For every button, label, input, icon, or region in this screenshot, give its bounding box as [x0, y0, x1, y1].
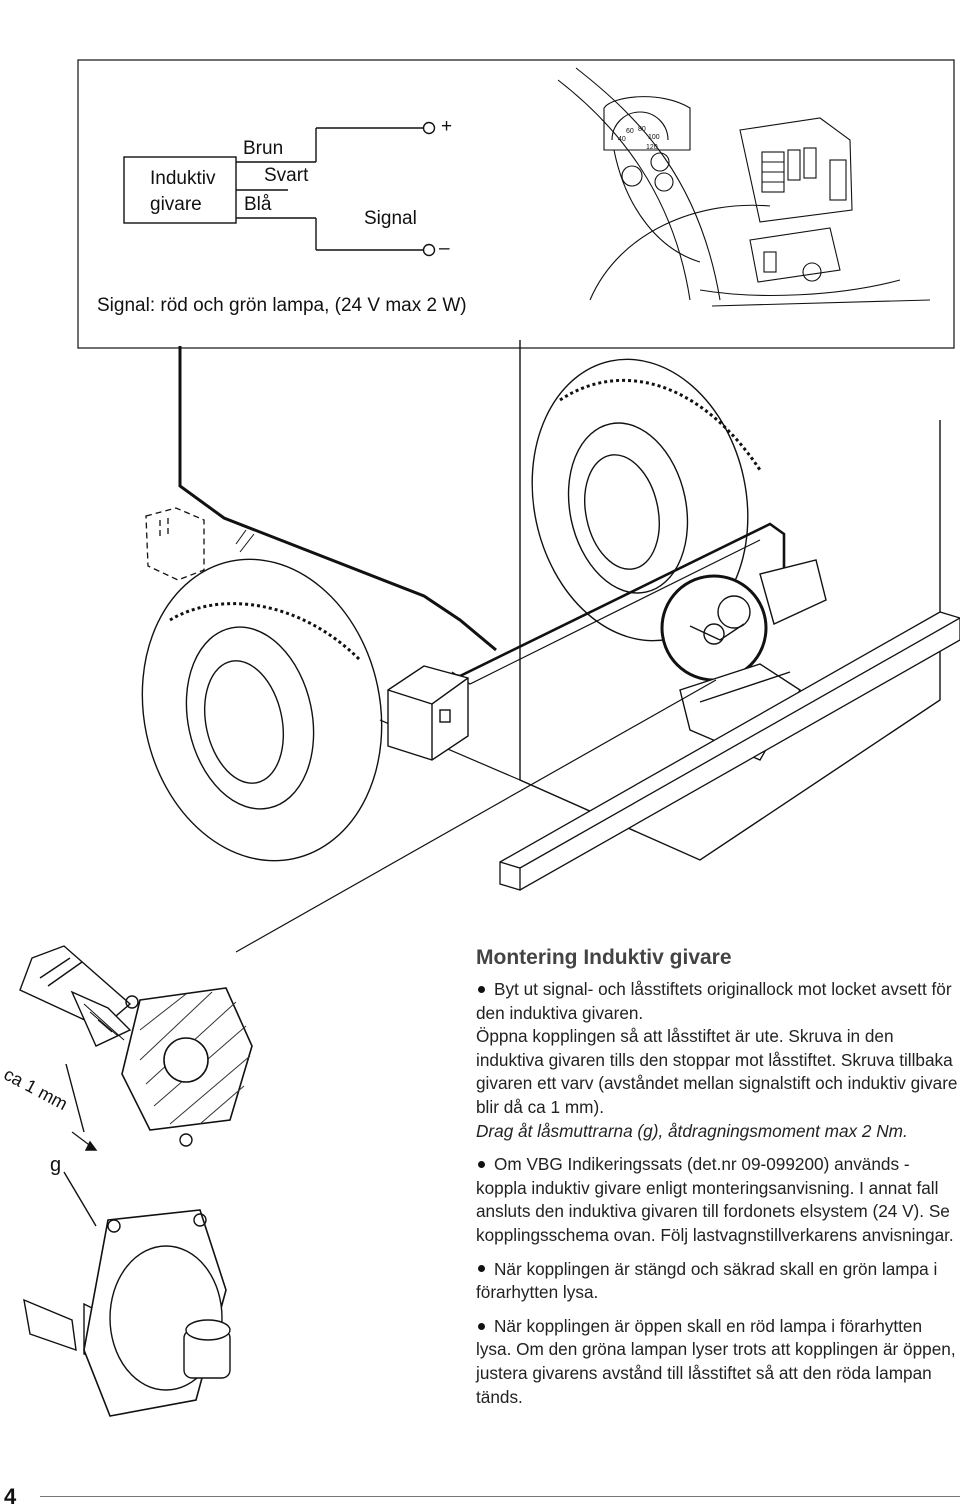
- front-tire: [141, 558, 383, 862]
- instruction-adjust-sensor: Öppna kopplingen så att låsstiftet är ut…: [476, 1026, 958, 1117]
- speedo-tick: 80: [638, 126, 646, 133]
- coupling-assembly: VBG: [660, 559, 827, 761]
- speedo-tick: 120: [646, 144, 658, 151]
- wire-brown-label: Brun: [243, 138, 284, 159]
- sensor-label: Induktiv givare: [150, 168, 216, 215]
- bullet-icon: [478, 985, 485, 993]
- instruction-torque: Drag åt låsmuttrarna (g), åtdragningsmom…: [476, 1120, 908, 1141]
- instruction-replace-cover: Byt ut signal- och låsstiftets originall…: [476, 979, 952, 1023]
- minus-label: –: [439, 238, 450, 259]
- connector-box: [145, 507, 205, 581]
- wire-black-label: Svart: [264, 165, 309, 186]
- bullet-icon: [478, 1322, 485, 1330]
- minus-terminal: [422, 243, 436, 257]
- nut-label: g: [50, 1154, 62, 1176]
- instruction-green-lamp: När kopplingen är stängd och säkrad skal…: [476, 1258, 938, 1303]
- section-heading: Montering Induktiv givare: [476, 946, 732, 969]
- speedo-tick: 100: [648, 134, 660, 141]
- bullet-icon: [478, 1265, 485, 1273]
- speedo-tick: 40: [618, 136, 626, 143]
- relay-box: [387, 665, 469, 761]
- instruction-indicator-kit: Om VBG Indikeringssats (det.nr 09-099200…: [476, 1154, 954, 1245]
- footer-rule: [40, 1496, 960, 1497]
- lamp-note: Signal: röd och grön lampa, (24 V max 2 …: [97, 295, 467, 316]
- page-number: 4: [4, 1484, 17, 1509]
- bumper-beam: [499, 611, 960, 891]
- instructions: Montering Induktiv givare Byt ut signal-…: [476, 944, 958, 1409]
- detail-drawing: [19, 945, 253, 1417]
- bullet-icon: [478, 1161, 485, 1169]
- plus-label: +: [441, 116, 453, 137]
- instruction-red-lamp: När kopplingen är öppen skall en röd lam…: [476, 1315, 956, 1407]
- dashboard-drawing: [557, 67, 931, 307]
- schematic-frame: [77, 59, 955, 349]
- speedo-tick: 60: [626, 128, 634, 135]
- wire-blue-label: Blå: [244, 194, 272, 215]
- signal-label: Signal: [364, 208, 417, 229]
- plus-terminal: [422, 121, 436, 135]
